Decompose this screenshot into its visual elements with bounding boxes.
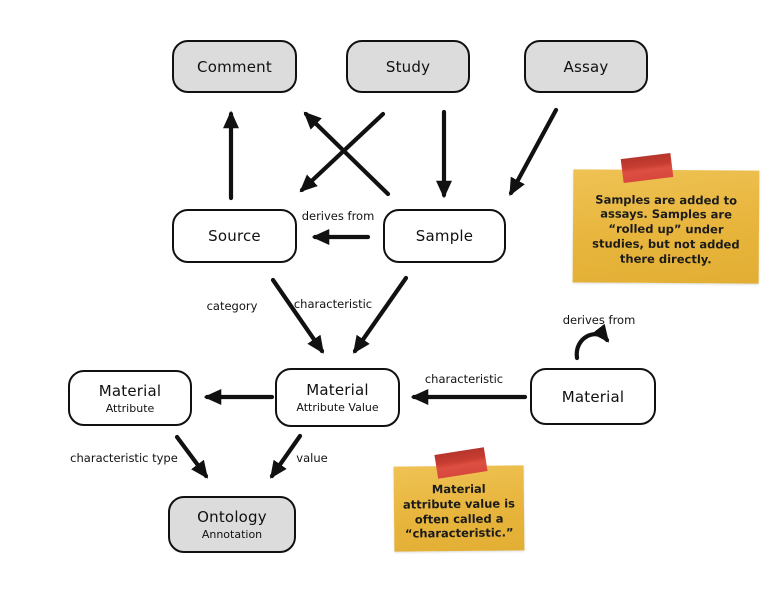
node-ontology-annotation-subtitle: Annotation — [201, 528, 263, 541]
arrow-sample-to-mav — [352, 275, 409, 354]
sticky-note-samples-text: Samples are added to assays. Samples are… — [592, 192, 740, 266]
node-sample: Sample — [383, 209, 506, 263]
node-source-label: Source — [208, 227, 261, 245]
edge-label-material-characteristic: characteristic — [424, 372, 504, 386]
arrow-source-to-mav — [270, 277, 325, 354]
arrow-sample-to-comment — [303, 111, 391, 197]
sticky-note-characteristic-text: Material attribute value is often called… — [402, 481, 516, 541]
arrow-study-to-source — [299, 111, 386, 193]
node-material-attribute-subtitle: Attribute — [105, 401, 155, 415]
node-material-attribute-value-subtitle: Attribute Value — [296, 401, 379, 414]
edge-label-characteristic-type: characteristic type — [70, 451, 178, 465]
edge-label-sample-derives-from: derives from — [301, 209, 375, 223]
edge-label-material-derives-from: derives from — [562, 313, 636, 327]
node-assay-label: Assay — [563, 57, 609, 76]
node-source: Source — [172, 209, 297, 263]
arrow-matattr-to-ontology — [174, 434, 209, 479]
node-material-attribute: Material Attribute — [68, 370, 192, 426]
node-material-label: Material — [561, 387, 625, 406]
edge-label-characteristic-center: characteristic — [293, 297, 373, 311]
node-study-label: Study — [385, 57, 431, 76]
node-comment: Comment — [172, 40, 297, 93]
node-material-attribute-value: Material Attribute Value — [275, 368, 400, 427]
arrow-assay-to-sample — [508, 107, 559, 196]
node-material-attribute-value-title: Material — [306, 381, 369, 399]
edge-label-value: value — [296, 451, 328, 465]
node-ontology-annotation: Ontology Annotation — [168, 496, 296, 553]
node-ontology-annotation-title: Ontology — [197, 508, 267, 526]
node-study: Study — [346, 40, 470, 93]
arrow-material-self-loop — [574, 323, 610, 361]
sticky-note-samples: Samples are added to assays. Samples are… — [572, 169, 760, 284]
sticky-note-characteristic: Material attribute value is often called… — [393, 465, 525, 552]
node-assay: Assay — [524, 40, 648, 93]
edge-label-category: category — [206, 299, 258, 313]
node-comment-label: Comment — [197, 57, 272, 76]
node-material: Material — [530, 368, 656, 425]
node-material-attribute-title: Material — [98, 381, 162, 400]
node-sample-label: Sample — [415, 227, 474, 245]
